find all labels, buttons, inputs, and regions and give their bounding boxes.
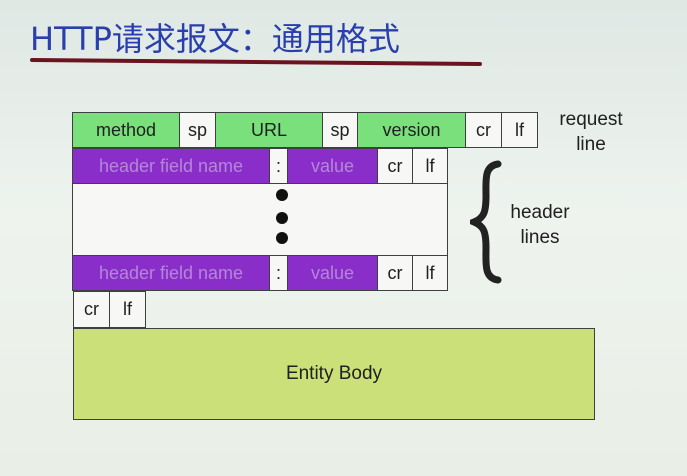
blank-line-cr: cr [73,291,110,328]
method-field: method [72,112,180,148]
blank-line-lf: lf [109,291,146,328]
header-cr-1: cr [377,148,413,184]
ellipsis-dot-2 [276,212,288,224]
cr-field: cr [465,112,502,148]
title-underline [29,58,483,66]
entity-body: Entity Body [73,328,595,420]
header-lf-1: lf [412,148,448,184]
header-lines-label-2: lines [520,227,560,248]
request-line-label-1: request [559,109,623,130]
lf-field: lf [501,112,538,148]
header-lines-label-1: header [510,202,570,223]
header-field-name-2: header field name [72,255,270,291]
header-value-2: value [287,255,378,291]
header-lines-label: header lines [500,200,580,250]
header-lf-2: lf [412,255,448,291]
colon-separator-1: : [269,148,288,184]
request-line-label-2: line [576,134,606,155]
version-field: version [357,112,466,148]
sp-field-1: sp [179,112,216,148]
header-cr-2: cr [377,255,413,291]
page-title: HTTP请求报文：通用格式 [30,20,400,58]
ellipsis-dot-1 [276,189,288,201]
ellipsis-dot-3 [276,232,288,244]
header-value-1: value [287,148,378,184]
sp-field-2: sp [322,112,358,148]
header-field-name-1: header field name [72,148,270,184]
request-line-label: request line [548,107,634,157]
url-field: URL [215,112,323,148]
header-lines-brace [470,160,502,284]
colon-separator-2: : [269,255,288,291]
